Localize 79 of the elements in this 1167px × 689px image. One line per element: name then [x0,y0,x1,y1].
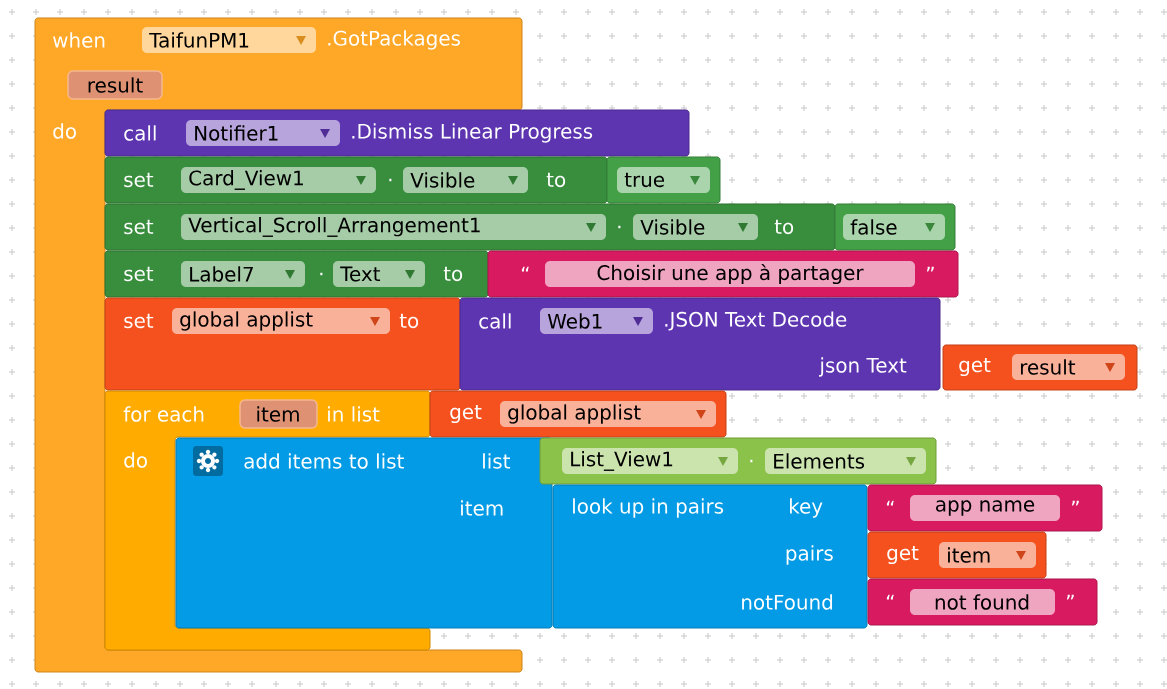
block-label: call [479,313,511,329]
block-label: get [450,404,482,424]
dropdown-field: global applist [500,401,716,427]
dropdown-field: Label7 [181,261,305,287]
block-label: ” [926,266,934,272]
block-label: item [461,500,503,516]
code-block [867,484,1103,532]
code-block [104,297,461,391]
code-block [867,531,1047,579]
dropdown-field: false [843,214,945,240]
dropdown-field: Elements [765,448,926,474]
dropdown-field: Notifier1 [186,120,340,146]
dropdown-field: Vertical_Scroll_Arrangement1 [181,214,606,240]
block-label: in list [328,406,380,422]
block-label: “ [886,594,894,600]
dropdown-field: List_View1 [562,448,738,474]
block-label: .Dismiss Linear Progress [352,123,593,143]
block-label: notFound [742,594,833,610]
dropdown-field: Visible [403,167,528,193]
block-label: ” [1071,500,1079,506]
code-block [104,390,431,651]
dropdown-field: true [617,167,710,193]
code-block [104,156,608,204]
block-label: get [887,545,919,565]
dropdown-field: result [1012,354,1125,380]
code-block [867,578,1098,626]
block-label: set [124,313,154,329]
string-value: app name [910,495,1060,521]
block-label: get [959,357,991,377]
dropdown-field: Visible [633,214,758,240]
parameter-name: result [67,70,163,100]
block-label: . [320,272,323,276]
block-label: to [443,266,463,282]
dropdown-field: item [939,542,1036,568]
block-label: do [53,123,76,139]
block-label: . [750,459,753,463]
block-label: json Text [819,357,907,377]
block-label: “ [886,500,894,506]
block-label: set [124,266,154,282]
block-label: call [124,125,156,141]
code-block [552,484,868,629]
dropdown-field: Web1 [540,308,653,334]
code-block [104,250,489,298]
block-label: set [124,219,154,235]
block-label: “ [521,266,529,272]
string-value: not found [910,589,1055,615]
dropdown-field: global applist [172,308,390,334]
block-label: .GotPackages [328,30,460,50]
block-label: . [618,225,621,229]
code-block [459,297,941,391]
block-label: when [53,32,105,48]
code-block [175,437,553,629]
code-block [104,203,836,251]
block-label: pairs [786,545,833,565]
dropdown-field: TaifunPM1 [142,27,316,53]
string-value: Choisir une app à partager [545,261,915,287]
block-label: .JSON Text Decode [665,311,847,331]
parameter-name: item [239,399,318,429]
block-label: . [389,178,392,182]
code-block [606,156,721,204]
dropdown-field: Text [333,261,425,287]
block-label: key [790,498,823,518]
code-block [487,250,959,298]
block-label: ” [1066,594,1074,600]
code-block [834,203,956,251]
block-label: add items to list [244,453,404,469]
block-label: do [124,452,147,468]
block-label: to [399,313,419,329]
block-label: set [124,172,154,188]
block-label: to [774,219,794,235]
block-label: look up in pairs [573,498,724,518]
code-block [942,344,1138,391]
code-block [429,390,727,438]
block-label: list [483,453,510,469]
dropdown-field: Card_View1 [181,167,376,193]
block-label: to [546,172,566,188]
block-label: for each [123,406,204,422]
code-block [104,109,690,157]
code-block [539,437,937,485]
